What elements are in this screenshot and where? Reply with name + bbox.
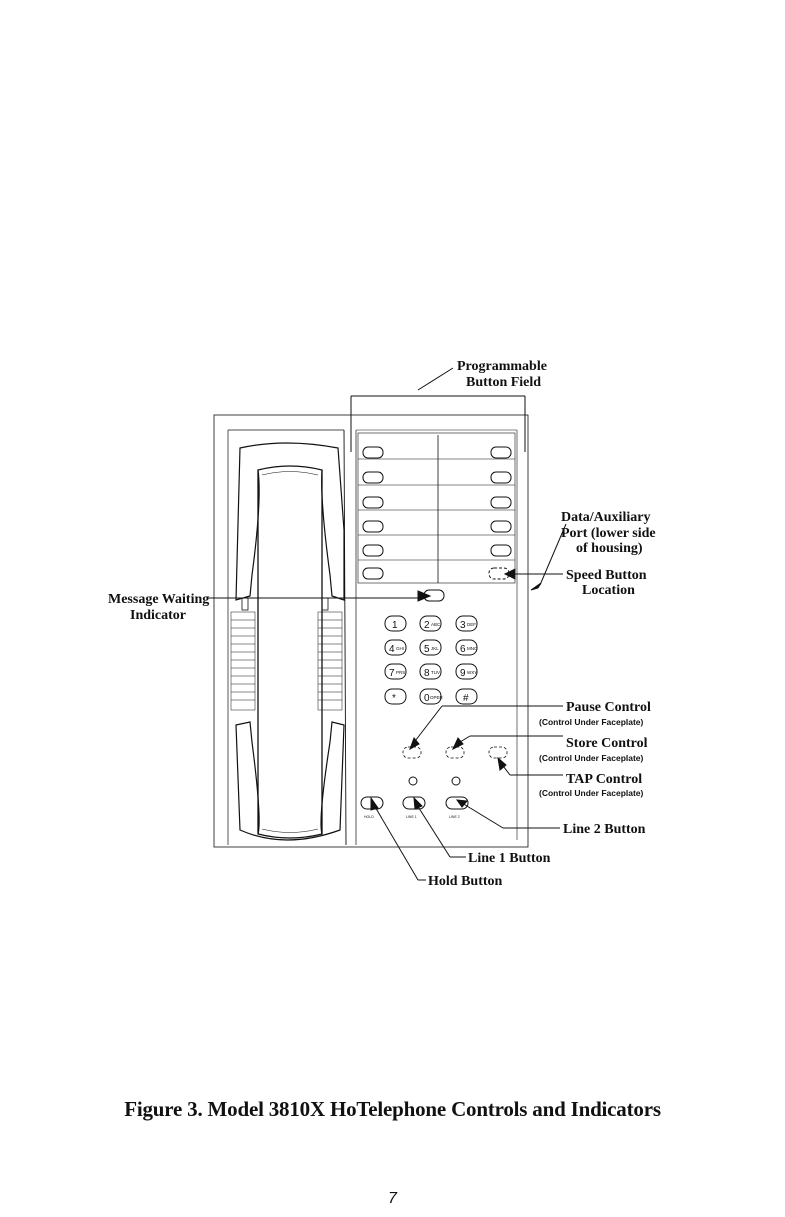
prog-button-2[interactable] bbox=[362, 471, 384, 484]
line-lamps bbox=[408, 776, 461, 786]
key-0[interactable] bbox=[419, 688, 442, 705]
faceplate-controls bbox=[402, 746, 508, 759]
speed-button-label-1: Speed Button bbox=[566, 568, 647, 583]
prog-button-7[interactable] bbox=[490, 446, 512, 459]
key-3[interactable] bbox=[455, 615, 478, 632]
programmable-label-1: Programmable bbox=[457, 359, 547, 374]
key-2-letters: ABC bbox=[431, 622, 441, 627]
store-control-sub: (Control Under Faceplate) bbox=[539, 753, 644, 763]
prog-button-1[interactable] bbox=[362, 446, 384, 459]
key-3-label: 3 bbox=[460, 620, 466, 631]
key-7[interactable] bbox=[384, 663, 407, 680]
prog-button-8[interactable] bbox=[490, 471, 512, 484]
key-8-label: 8 bbox=[424, 668, 430, 679]
page-number: 7 bbox=[388, 1190, 397, 1207]
key-5-letters: JKL bbox=[431, 646, 439, 651]
line2-button-callout: Line 2 Button bbox=[563, 822, 646, 837]
dial-pad-labels: 1 2 ABC 3 DEF 4 GHI 5 JKL 6 MNO 7 PRS 8 … bbox=[389, 620, 478, 704]
dial-pad bbox=[384, 615, 478, 705]
key-2-label: 2 bbox=[424, 620, 430, 631]
store-control-label: Store Control bbox=[566, 736, 648, 751]
key-3-letters: DEF bbox=[467, 622, 476, 627]
key-0-letters: OPER bbox=[430, 695, 444, 700]
line1-button-label: LINE 1 bbox=[406, 815, 417, 819]
key-hash-label: # bbox=[463, 693, 469, 704]
pause-control[interactable] bbox=[402, 746, 422, 759]
leader-lines bbox=[207, 367, 567, 881]
key-7-label: 7 bbox=[389, 668, 395, 679]
figure-caption: Figure 3. Model 3810X HoTelephone Contro… bbox=[124, 1097, 661, 1121]
prog-button-3[interactable] bbox=[362, 496, 384, 509]
key-4[interactable] bbox=[384, 639, 407, 656]
line1-button-callout: Line 1 Button bbox=[468, 851, 551, 866]
prog-button-11[interactable] bbox=[490, 544, 512, 557]
tap-control-sub: (Control Under Faceplate) bbox=[539, 788, 644, 798]
speed-button[interactable] bbox=[488, 567, 510, 580]
prog-button-9[interactable] bbox=[490, 496, 512, 509]
key-9-letters: WXY bbox=[467, 670, 477, 675]
pause-control-sub: (Control Under Faceplate) bbox=[539, 717, 644, 727]
key-5[interactable] bbox=[419, 639, 442, 656]
programmable-buttons bbox=[362, 446, 512, 602]
pause-control-label: Pause Control bbox=[566, 700, 651, 715]
phone-housing bbox=[213, 414, 529, 848]
key-9-label: 9 bbox=[460, 668, 466, 679]
key-8-letters: TUV bbox=[431, 670, 440, 675]
key-6-label: 6 bbox=[460, 644, 466, 655]
key-1[interactable] bbox=[384, 615, 407, 632]
key-6[interactable] bbox=[455, 639, 478, 656]
key-0-label: 0 bbox=[424, 693, 430, 704]
prog-button-5[interactable] bbox=[362, 544, 384, 557]
key-1-label: 1 bbox=[392, 620, 398, 631]
line2-button[interactable] bbox=[445, 796, 469, 810]
line2-button-label: LINE 2 bbox=[449, 815, 460, 819]
programmable-button-field bbox=[357, 432, 516, 584]
key-6-letters: MNO bbox=[467, 646, 478, 651]
line1-button[interactable] bbox=[402, 796, 426, 810]
data-port-label-1: Data/Auxiliary bbox=[561, 510, 650, 525]
hold-button-callout: Hold Button bbox=[428, 874, 503, 889]
key-7-letters: PRS bbox=[396, 670, 405, 675]
store-control[interactable] bbox=[445, 746, 465, 759]
data-port-label-3: of housing) bbox=[576, 541, 643, 556]
message-waiting-label-2: Indicator bbox=[130, 608, 186, 623]
programmable-label-2: Button Field bbox=[466, 375, 541, 390]
handset bbox=[230, 442, 345, 841]
key-star[interactable] bbox=[384, 688, 407, 705]
line2-lamp bbox=[451, 776, 461, 786]
prog-button-6[interactable] bbox=[362, 567, 384, 580]
key-5-label: 5 bbox=[424, 644, 430, 655]
line1-lamp bbox=[408, 776, 418, 786]
speed-button-label-2: Location bbox=[582, 583, 635, 598]
key-8[interactable] bbox=[419, 663, 442, 680]
key-4-label: 4 bbox=[389, 644, 395, 655]
tap-control-label: TAP Control bbox=[566, 772, 642, 787]
key-4-letters: GHI bbox=[396, 646, 404, 651]
message-waiting-label-1: Message Waiting bbox=[108, 592, 209, 607]
callout-labels: Programmable Button Field Data/Auxiliary… bbox=[108, 359, 656, 889]
key-9[interactable] bbox=[455, 663, 478, 680]
data-port-label-2: Port (lower side bbox=[561, 526, 656, 541]
prog-button-10[interactable] bbox=[490, 520, 512, 533]
key-star-label: * bbox=[392, 693, 396, 704]
key-2[interactable] bbox=[419, 615, 442, 632]
hold-button-label: HOLD bbox=[364, 815, 374, 819]
tap-control[interactable] bbox=[488, 746, 508, 759]
key-hash[interactable] bbox=[455, 688, 478, 705]
prog-button-4[interactable] bbox=[362, 520, 384, 533]
